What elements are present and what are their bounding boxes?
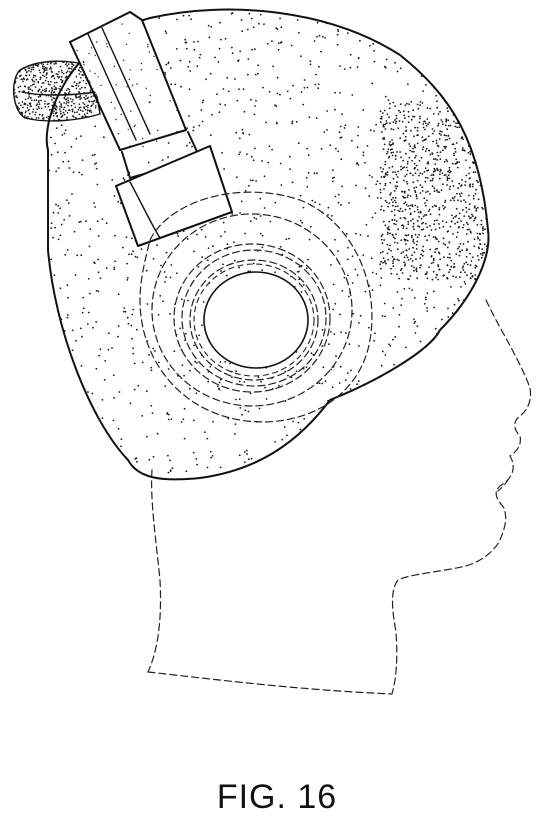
figure-caption: FIG. 16 [0, 778, 554, 817]
patent-drawing [0, 0, 554, 740]
head-outline [148, 300, 531, 694]
